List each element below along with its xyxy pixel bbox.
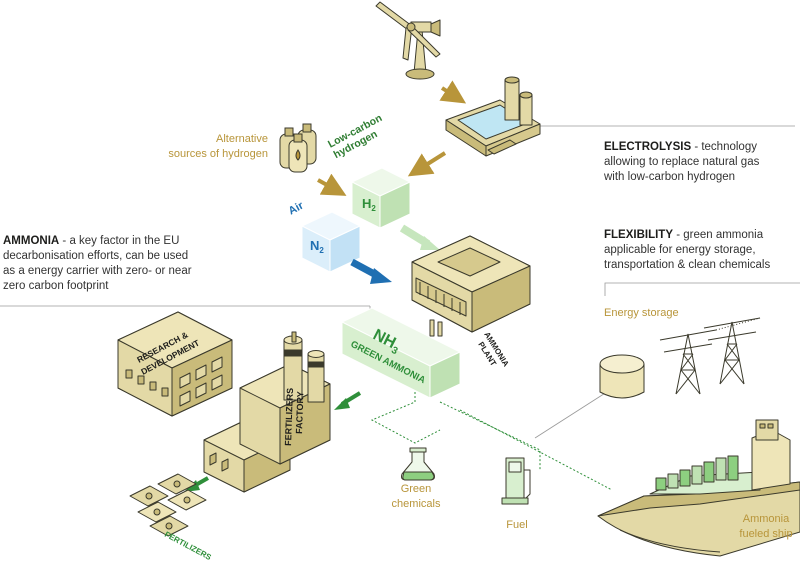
arrow-alternative-hydrogen — [317, 173, 347, 196]
green-chemicals-label: Green chemicals — [376, 482, 456, 512]
ammonia-desc-3: as a energy carrier with zero- or near — [3, 265, 192, 277]
h2-label: H2 — [362, 196, 376, 213]
electrolysis-callout: ELECTROLYSIS - technology allowing to re… — [604, 140, 800, 185]
ammonia-desc-2: decarbonisation efforts, can be used — [3, 250, 189, 262]
ammonia-desc-1: - a key factor in the EU — [59, 235, 180, 247]
ammonia-ship-icon — [597, 419, 800, 557]
ship-line-2: fueled ship — [739, 528, 793, 540]
fertilizers-label: FERTILIZERS — [163, 530, 213, 562]
fuel-label: Fuel — [506, 519, 528, 531]
ammonia-title: AMMONIA — [3, 235, 60, 247]
arrow-turbine-electrolyser — [439, 80, 467, 104]
wind-turbine-icon — [375, 1, 441, 80]
arrow-electrolyser-hydrogen — [407, 151, 447, 177]
electrolysis-title: ELECTROLYSIS — [604, 141, 692, 153]
n2-label: N2 — [310, 238, 324, 255]
fuel-pump-icon — [501, 457, 531, 505]
green-chemicals-line-1: Green — [400, 483, 432, 495]
ammonia-plant-building — [411, 235, 531, 337]
alternative-sources-label: Alternative sources of hydrogen — [168, 132, 268, 162]
ammonia-desc-4: zero carbon footprint — [3, 280, 109, 292]
distribution-lines — [370, 392, 613, 491]
flask-icon — [401, 447, 435, 481]
ammonia-callout: AMMONIA - a key factor in the EU decarbo… — [3, 234, 223, 294]
hydrogen-cube — [350, 167, 412, 229]
power-pylon-icon — [659, 317, 761, 395]
flexibility-callout: FLEXIBILITY - green ammonia applicable f… — [604, 228, 800, 273]
storage-tank-icon — [599, 354, 645, 399]
flexibility-desc-1: - green ammonia — [673, 229, 764, 241]
nitrogen-cube — [300, 211, 362, 273]
green-ammonia-block — [340, 307, 462, 399]
electrolyser-icon — [445, 76, 541, 157]
flexibility-desc-2: applicable for energy storage, — [604, 244, 756, 256]
research-building — [117, 311, 233, 417]
alt-sources-line-2: sources of hydrogen — [168, 148, 268, 160]
alt-sources-line-1: Alternative — [216, 133, 268, 145]
leader-lines — [0, 125, 800, 439]
energy-storage-label: Energy storage — [604, 307, 679, 319]
electrolysis-desc-3: with low-carbon hydrogen — [604, 171, 736, 183]
electrolysis-desc-1: - technology — [691, 141, 757, 153]
electrolysis-desc-2: allowing to replace natural gas — [604, 156, 760, 168]
gas-cylinders-icon — [279, 123, 317, 173]
flexibility-title: FLEXIBILITY — [604, 229, 673, 241]
ship-label: Ammonia fueled ship — [732, 512, 800, 542]
flexibility-desc-3: transportation & clean chemicals — [604, 259, 771, 271]
fertilizer-bags-icon — [129, 473, 207, 537]
fertilizers-factory-building — [203, 331, 331, 493]
fertilizers-factory-label-2: FACTORY — [294, 391, 305, 434]
ship-line-1: Ammonia — [742, 513, 790, 525]
green-chemicals-line-2: chemicals — [391, 498, 441, 510]
fertilizers-factory-label-1: FERTILIZERS — [283, 388, 295, 446]
